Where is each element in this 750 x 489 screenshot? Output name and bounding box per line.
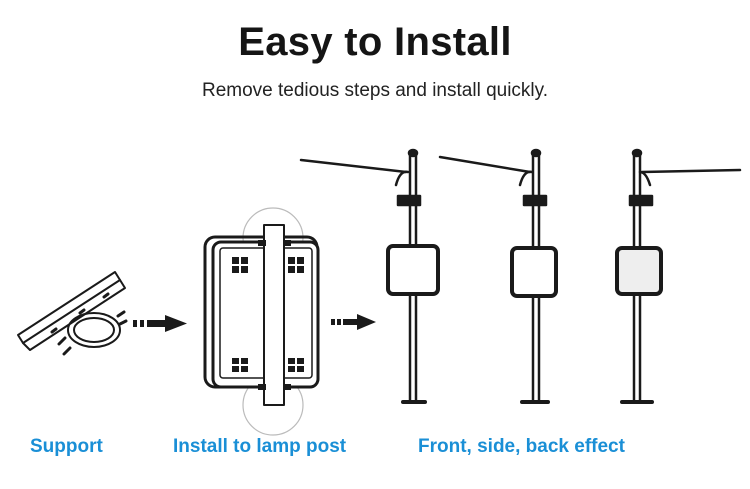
arrow-icon (133, 315, 187, 332)
caption-support: Support (30, 436, 103, 457)
caption-effect: Front, side, back effect (418, 436, 625, 457)
page-title: Easy to Install (238, 20, 512, 64)
lamp-post-front (299, 148, 440, 404)
page-subtitle: Remove tedious steps and install quickly… (201, 80, 549, 101)
panel-on-post-illustration (203, 207, 320, 436)
arrow-icon (331, 314, 376, 330)
lamp-post-back (615, 148, 742, 404)
lamp-post-side (438, 148, 558, 404)
caption-install: Install to lamp post (173, 436, 347, 457)
bracket-clamp-illustration (17, 271, 128, 356)
